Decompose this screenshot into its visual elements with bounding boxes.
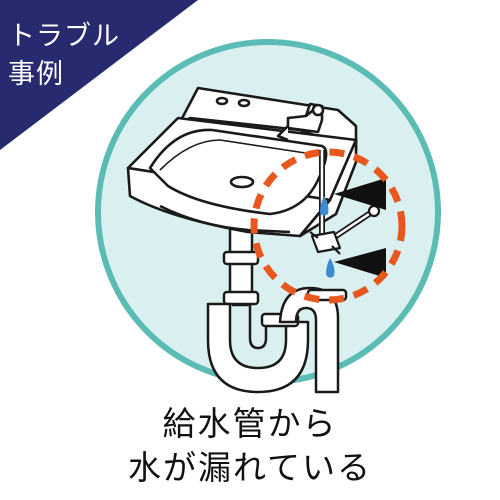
trouble-case-badge-label: トラブル 事例: [8, 18, 120, 94]
badge-line-1: トラブル: [8, 21, 120, 52]
badge-line-2: 事例: [8, 59, 64, 90]
sink-illustration: [126, 86, 358, 238]
leak-arrow-icon: [334, 178, 386, 278]
water-drip-icon: [320, 196, 335, 278]
corner-badge: [0, 0, 198, 150]
caption-line-2: 水が漏れている: [127, 448, 372, 487]
caption-line-1: 給水管から: [162, 404, 338, 443]
highlight-ring: [250, 148, 406, 304]
caption: 給水管から 水が漏れている: [0, 402, 500, 490]
supply-valve-illustration: [309, 150, 381, 255]
